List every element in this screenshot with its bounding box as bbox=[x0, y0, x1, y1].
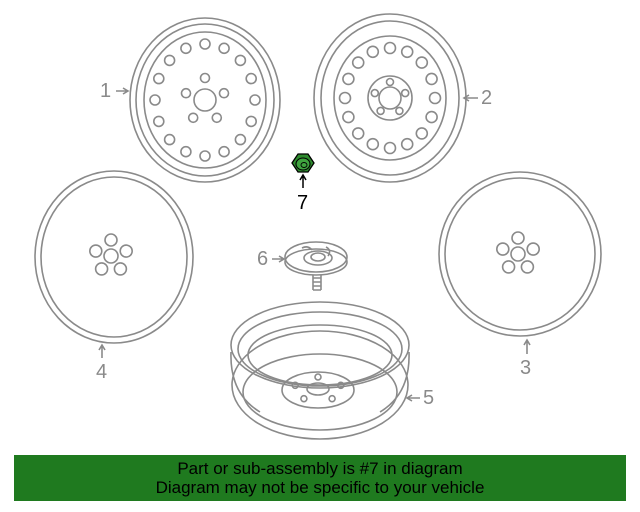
lug-hole bbox=[336, 381, 345, 390]
callout-5: 5 bbox=[423, 387, 435, 409]
lug-hole bbox=[180, 87, 192, 99]
wheel-cover-4[interactable] bbox=[34, 170, 194, 358]
vent-hole bbox=[383, 141, 397, 155]
lug-hole bbox=[211, 112, 223, 124]
vent-hole bbox=[234, 54, 247, 67]
callout-7: 7 bbox=[297, 192, 309, 214]
spare-wheel-5[interactable] bbox=[230, 301, 420, 440]
callout-4: 4 bbox=[96, 361, 108, 383]
steel-wheel-2[interactable] bbox=[313, 13, 478, 183]
vent-hole bbox=[199, 38, 211, 50]
lug-hole bbox=[300, 394, 308, 403]
vent-hole bbox=[342, 72, 355, 86]
callout-1: 1 bbox=[100, 80, 112, 102]
lug-hole bbox=[199, 72, 211, 84]
lug-hole bbox=[187, 112, 199, 124]
lug-hole bbox=[314, 373, 322, 381]
lug-hole bbox=[89, 244, 103, 258]
lug-hole bbox=[511, 231, 525, 245]
spare-hold-down-6[interactable] bbox=[272, 241, 348, 291]
vent-hole bbox=[428, 91, 442, 105]
lug-hole bbox=[119, 244, 133, 258]
vent-hole bbox=[249, 94, 261, 106]
lug-hole bbox=[328, 394, 336, 403]
vent-hole bbox=[245, 115, 257, 128]
lug-hole bbox=[370, 88, 380, 98]
lug-hole bbox=[385, 77, 395, 87]
lug-hole bbox=[400, 88, 410, 98]
banner-line-2: Diagram may not be specific to your vehi… bbox=[155, 478, 485, 497]
lug-hole bbox=[376, 106, 385, 116]
lug-hole bbox=[218, 87, 230, 99]
lug-hole bbox=[495, 242, 510, 256]
vent-hole bbox=[400, 137, 414, 151]
info-banner: Part or sub-assembly is #7 in diagram Di… bbox=[14, 455, 626, 501]
vent-hole bbox=[163, 54, 176, 67]
vent-hole bbox=[351, 127, 365, 140]
vent-hole bbox=[400, 45, 414, 59]
vent-hole bbox=[149, 94, 161, 106]
vent-hole bbox=[425, 110, 438, 124]
parts-diagram bbox=[34, 13, 602, 440]
vent-hole bbox=[234, 133, 247, 146]
callout-2: 2 bbox=[481, 87, 493, 109]
vent-hole bbox=[351, 56, 365, 69]
wheel-cover-3[interactable] bbox=[438, 171, 602, 354]
vent-hole bbox=[199, 150, 211, 162]
lug-hole bbox=[94, 262, 109, 276]
lug-hole bbox=[501, 260, 516, 274]
lug-hole bbox=[291, 381, 300, 390]
steel-wheel-1[interactable] bbox=[116, 17, 281, 183]
vent-hole bbox=[245, 72, 257, 85]
vent-hole bbox=[153, 115, 165, 128]
vent-hole bbox=[153, 72, 165, 85]
lug-nut-7[interactable] bbox=[291, 153, 315, 188]
lug-hole bbox=[104, 233, 118, 247]
vent-hole bbox=[415, 56, 429, 69]
callout-6: 6 bbox=[257, 248, 269, 270]
vent-hole bbox=[163, 133, 176, 146]
vent-hole bbox=[366, 45, 380, 59]
lug-hole bbox=[520, 260, 535, 274]
vent-hole bbox=[366, 137, 380, 151]
vent-hole bbox=[180, 145, 192, 158]
lug-hole bbox=[395, 106, 404, 116]
lug-hole bbox=[526, 242, 541, 256]
vent-hole bbox=[415, 127, 429, 140]
vent-hole bbox=[383, 41, 397, 55]
banner-line-1: Part or sub-assembly is #7 in diagram bbox=[177, 459, 463, 478]
vent-hole bbox=[338, 91, 352, 105]
vent-hole bbox=[218, 42, 230, 55]
vent-hole bbox=[342, 110, 355, 124]
lug-hole bbox=[113, 262, 128, 276]
vent-hole bbox=[218, 145, 230, 158]
callout-3: 3 bbox=[520, 357, 532, 379]
vent-hole bbox=[180, 42, 192, 55]
vent-hole bbox=[425, 72, 438, 86]
